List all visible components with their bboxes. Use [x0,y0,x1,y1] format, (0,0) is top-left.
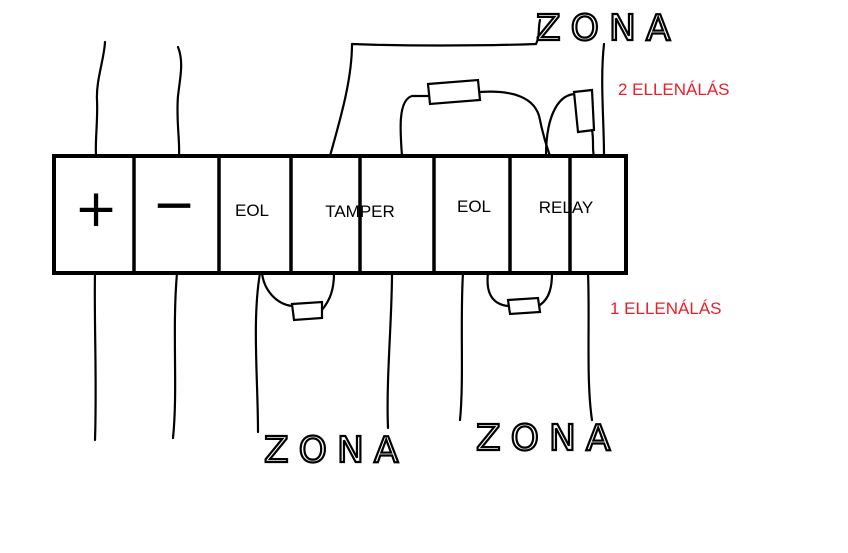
wire-eol-resistor-right [478,90,552,158]
note-two-resistors: 2 ELLENÁLÁS [618,80,730,99]
wire-zone-right-b [586,271,594,422]
wire-relay-left [544,92,576,158]
wire-plus-bottom [93,271,97,442]
wire-eol2-resistor-left [486,271,510,308]
terminal-plus-label: + [74,179,118,239]
wire-minus-top [176,45,183,158]
resistor-bottom-left [290,300,324,322]
wire-zone-left-a [254,271,262,434]
wire-relay-right [590,128,596,158]
zone-label-bottom-left: ZONA [264,430,409,471]
resistor-top-a [426,78,482,106]
wire-minus-bottom [171,271,179,440]
terminal-tamper-label: TAMPER [325,202,395,221]
terminal-minus-label: − [152,175,196,235]
terminal-eol1-label: EOL [235,201,269,220]
wire-zone-top-left [328,18,542,158]
terminal-relay-label: RELAY [539,198,594,217]
wire-eol-resistor-left [399,94,430,158]
zone-label-top: ZONA [536,8,681,49]
wire-eol1-resistor-right [320,271,336,312]
wire-zone-top-right [601,42,606,158]
note-one-resistor: 1 ELLENÁLÁS [610,299,722,318]
resistor-bottom-right [506,296,542,316]
wire-plus-top [94,40,107,158]
terminal-eol2-label: EOL [457,197,491,216]
wire-eol2-resistor-right [538,271,554,307]
terminal-block [52,154,628,275]
wire-zone-right-a [458,271,465,422]
wire-eol1-resistor-left [260,271,294,308]
wire-zone-left-b [386,271,394,430]
zone-label-bottom-right: ZONA [476,418,621,459]
resistor-top-b [572,88,596,134]
